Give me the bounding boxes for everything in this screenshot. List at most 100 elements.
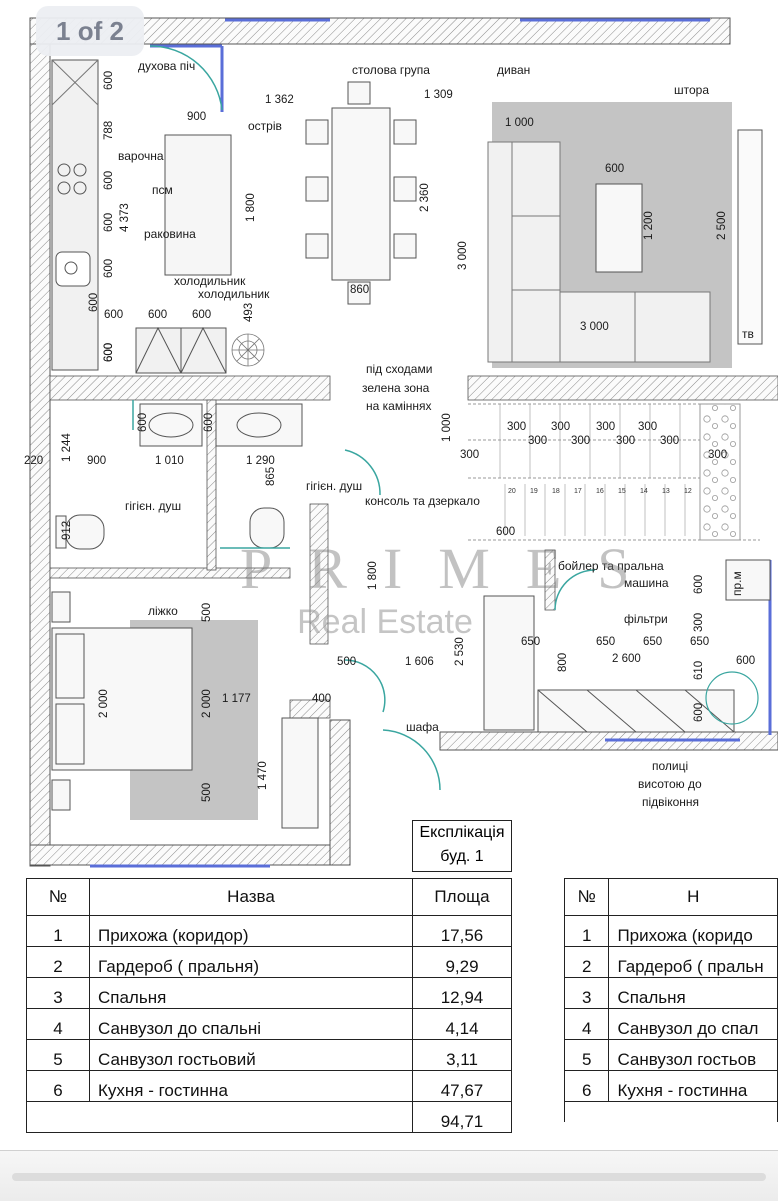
svg-text:900: 900 xyxy=(87,455,106,467)
svg-text:12: 12 xyxy=(684,488,692,495)
svg-text:600: 600 xyxy=(605,163,624,175)
row-area: 17,56 xyxy=(412,915,512,947)
row-no: 4 xyxy=(564,1008,610,1040)
row-name: Санвузол до спал xyxy=(608,1008,778,1040)
svg-text:500: 500 xyxy=(337,656,356,668)
stair-numbers: 20 19 18 17 16 15 14 13 12 xyxy=(508,488,692,495)
green-zone xyxy=(699,403,741,541)
total-label xyxy=(564,1101,778,1122)
svg-text:300: 300 xyxy=(571,435,590,447)
svg-text:800: 800 xyxy=(557,653,569,672)
row-name: Гардероб ( пральн xyxy=(608,946,778,978)
svg-text:ліжко: ліжко xyxy=(148,604,178,618)
svg-text:на каміннях: на каміннях xyxy=(366,399,432,413)
stair-treads xyxy=(499,404,686,536)
dimension-labels: 600 788 600 600 4 373 600 600 600 900 1 … xyxy=(24,71,755,802)
total-area: 94,71 xyxy=(412,1101,512,1133)
row-name: Санвузол гостьов xyxy=(608,1039,778,1071)
viewer-scroll-track[interactable] xyxy=(12,1173,766,1181)
svg-text:під сходами: під сходами xyxy=(366,362,432,376)
row-name: Кухня - гостинна xyxy=(608,1070,778,1102)
svg-text:860: 860 xyxy=(350,284,369,296)
row-no: 6 xyxy=(564,1070,610,1102)
svg-text:зелена зона: зелена зона xyxy=(362,381,430,395)
row-name: Санвузол до спальні xyxy=(89,1008,413,1040)
row-no: 2 xyxy=(26,946,90,978)
table-total-row xyxy=(564,1101,778,1122)
row-no: 2 xyxy=(564,946,610,978)
svg-text:650: 650 xyxy=(521,636,540,648)
kitchen-island xyxy=(164,134,232,276)
row-name: Спальня xyxy=(608,977,778,1009)
svg-text:псм: псм xyxy=(152,183,173,197)
row-no: 6 xyxy=(26,1070,90,1102)
svg-text:220: 220 xyxy=(24,455,43,467)
svg-text:600: 600 xyxy=(736,655,755,667)
row-name: Прихожа (коридо xyxy=(608,915,778,947)
svg-text:гігієн. душ: гігієн. душ xyxy=(125,499,181,513)
svg-text:1 309: 1 309 xyxy=(424,89,453,101)
svg-text:шафа: шафа xyxy=(406,720,439,734)
svg-text:1 244: 1 244 xyxy=(61,433,73,462)
svg-text:300: 300 xyxy=(616,435,635,447)
header-no: № xyxy=(26,878,90,916)
svg-text:300: 300 xyxy=(596,421,615,433)
svg-text:600: 600 xyxy=(496,526,515,538)
svg-text:600: 600 xyxy=(103,71,115,90)
svg-text:острів: острів xyxy=(248,119,282,133)
svg-text:300: 300 xyxy=(507,421,526,433)
svg-text:1 200: 1 200 xyxy=(643,211,655,240)
svg-text:15: 15 xyxy=(618,488,626,495)
table-row: 4 Санвузол до спал xyxy=(564,1008,778,1040)
svg-text:912: 912 xyxy=(61,521,73,540)
row-area: 9,29 xyxy=(412,946,512,978)
svg-text:холодильник: холодильник xyxy=(198,287,270,301)
viewer-bottom-bar[interactable] xyxy=(0,1150,778,1201)
total-label xyxy=(26,1101,413,1133)
header-name: Н xyxy=(608,878,778,916)
svg-text:493: 493 xyxy=(243,303,255,322)
svg-text:18: 18 xyxy=(552,488,560,495)
laundry-drum xyxy=(705,671,759,725)
row-name: Санвузол гостьовий xyxy=(89,1039,413,1071)
row-no: 3 xyxy=(564,977,610,1009)
table-row: 2 Гардероб ( пральн xyxy=(564,946,778,978)
svg-text:13: 13 xyxy=(662,488,670,495)
door-swings xyxy=(132,45,596,791)
svg-text:500: 500 xyxy=(201,783,213,802)
svg-text:столова група: столова група xyxy=(352,63,430,77)
svg-text:300: 300 xyxy=(660,435,679,447)
svg-text:1 000: 1 000 xyxy=(441,413,453,442)
wardrobe-units xyxy=(281,559,771,829)
svg-text:650: 650 xyxy=(690,636,709,648)
svg-text:14: 14 xyxy=(640,488,648,495)
svg-text:600: 600 xyxy=(192,309,211,321)
bed xyxy=(51,591,193,811)
svg-text:висотою до: висотою до xyxy=(638,777,702,791)
explication-title: Експлікація буд. 1 xyxy=(412,820,512,872)
svg-text:300: 300 xyxy=(551,421,570,433)
svg-text:холодильник: холодильник xyxy=(174,274,246,288)
svg-text:17: 17 xyxy=(574,488,582,495)
svg-text:1 000: 1 000 xyxy=(505,117,534,129)
svg-text:300: 300 xyxy=(460,449,479,461)
header-area: Площа xyxy=(412,878,512,916)
svg-text:900: 900 xyxy=(187,111,206,123)
table-row: 6 Кухня - гостинна 47,67 xyxy=(26,1070,512,1102)
svg-text:1 010: 1 010 xyxy=(155,455,184,467)
svg-text:1 470: 1 470 xyxy=(257,761,269,790)
table-row: 3 Спальня 12,94 xyxy=(26,977,512,1009)
svg-text:300: 300 xyxy=(638,421,657,433)
svg-text:1 800: 1 800 xyxy=(367,561,379,590)
svg-text:2 000: 2 000 xyxy=(98,689,110,718)
row-no: 4 xyxy=(26,1008,90,1040)
svg-text:300: 300 xyxy=(708,449,727,461)
svg-text:фільтри: фільтри xyxy=(624,612,668,626)
bathroom-fixtures xyxy=(55,403,303,550)
svg-text:500: 500 xyxy=(201,603,213,622)
svg-text:600: 600 xyxy=(103,259,115,278)
svg-text:2 600: 2 600 xyxy=(612,653,641,665)
table-row: 2 Гардероб ( пральня) 9,29 xyxy=(26,946,512,978)
row-area: 47,67 xyxy=(412,1070,512,1102)
coffee-table xyxy=(595,183,643,273)
